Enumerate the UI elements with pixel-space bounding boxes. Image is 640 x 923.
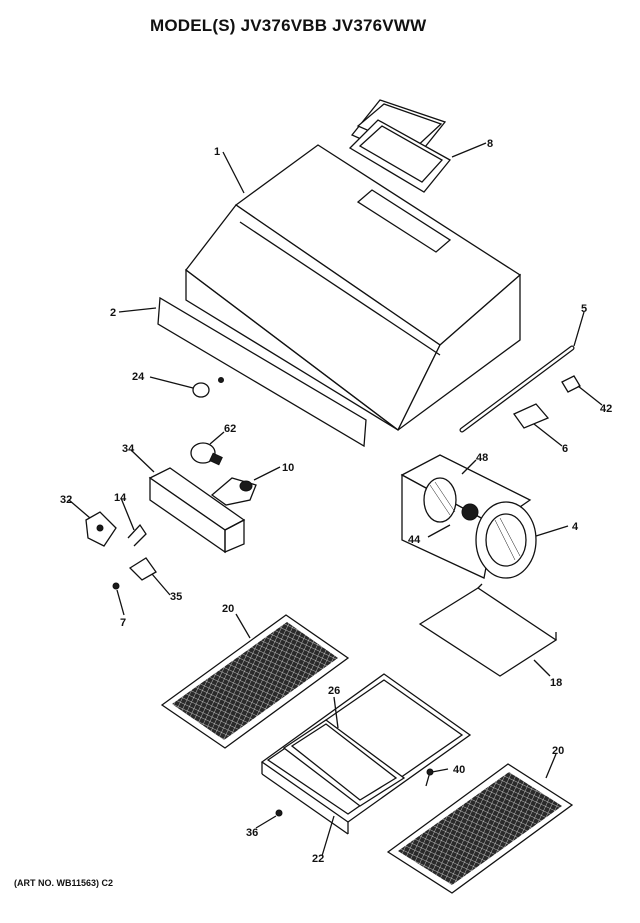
art-number: (ART NO. WB11563) C2 <box>14 878 114 888</box>
callout-36: 36 <box>246 827 258 839</box>
part-20-grease-filter-right <box>386 763 574 894</box>
callout-34: 34 <box>122 443 135 455</box>
callout-40: 40 <box>453 764 465 776</box>
callout-6: 6 <box>562 443 568 455</box>
part-24-knob <box>192 377 224 398</box>
callout-7: 7 <box>120 617 126 629</box>
part-36-screw <box>275 809 283 817</box>
callout-26: 26 <box>328 685 340 697</box>
part-22-filter-tray <box>260 673 472 835</box>
part-7-screw <box>112 582 120 590</box>
part-35-harness-clip <box>128 557 157 581</box>
callout-44: 44 <box>408 534 421 546</box>
callout-20-left: 20 <box>222 603 234 615</box>
part-42-clip <box>561 375 581 393</box>
leader-lines <box>68 142 603 857</box>
callout-48: 48 <box>476 452 488 464</box>
callout-42: 42 <box>600 403 612 415</box>
part-1-hood-body <box>185 144 522 431</box>
callout-4: 4 <box>572 521 579 533</box>
part-8-damper-cover <box>348 99 451 193</box>
callout-24: 24 <box>132 371 145 383</box>
callout-62: 62 <box>224 423 236 435</box>
part-4-blower-assembly <box>400 454 537 579</box>
callout-35: 35 <box>170 591 182 603</box>
callout-14: 14 <box>114 492 127 504</box>
part-10-lamp-socket <box>210 477 257 506</box>
part-6-bracket <box>513 403 550 429</box>
callout-22: 22 <box>312 853 324 865</box>
part-14-clip <box>127 523 147 547</box>
callout-1: 1 <box>214 146 220 158</box>
callout-32: 32 <box>60 494 72 506</box>
diagram-title: MODEL(S) JV376VBB JV376VWW <box>150 16 427 35</box>
callout-20-right: 20 <box>552 745 564 757</box>
part-32-switch <box>85 511 117 547</box>
part-5-rod <box>459 345 575 433</box>
part-2-front-trim <box>157 296 367 448</box>
callout-labels: 1 8 2 24 5 42 6 62 10 34 32 14 35 7 48 4… <box>60 138 612 865</box>
callout-5: 5 <box>581 303 587 315</box>
callout-8: 8 <box>487 138 493 150</box>
part-20-grease-filter-left <box>160 614 350 749</box>
part-34-switch-bracket <box>148 467 246 554</box>
callout-10: 10 <box>282 462 294 474</box>
part-26-filter-panel <box>282 719 406 807</box>
callout-18: 18 <box>550 677 562 689</box>
part-62-light-bulb <box>190 442 223 466</box>
part-18-wire-rack <box>418 583 558 677</box>
callout-2: 2 <box>110 307 116 319</box>
